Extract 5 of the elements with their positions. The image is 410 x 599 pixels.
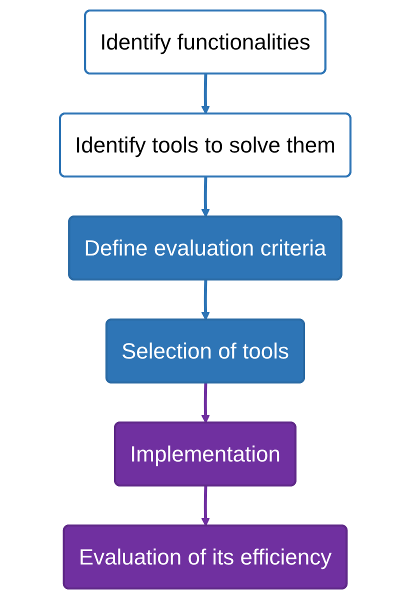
arrow xyxy=(200,382,210,424)
arrow xyxy=(200,280,210,320)
arrow xyxy=(200,176,210,218)
arrow xyxy=(200,486,210,526)
arrow xyxy=(200,74,210,114)
